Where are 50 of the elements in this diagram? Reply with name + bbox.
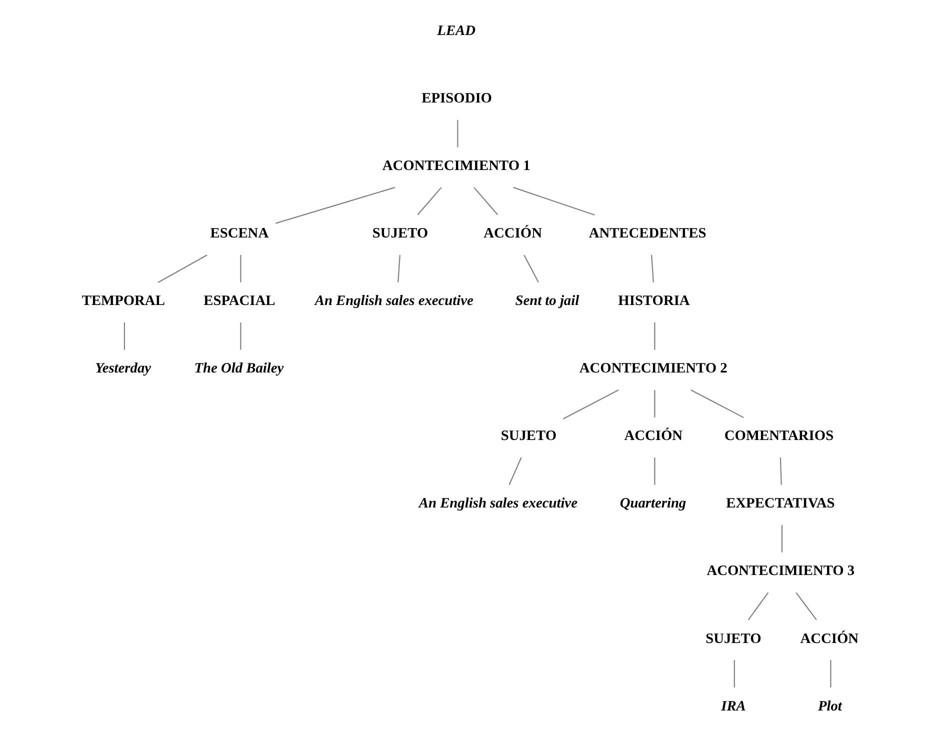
node-text: EXPECTATIVAS bbox=[726, 496, 835, 512]
connector bbox=[276, 186, 396, 224]
connector bbox=[562, 390, 619, 420]
label: LEAD bbox=[437, 23, 476, 40]
connector bbox=[654, 322, 656, 350]
node-text: SUJETO bbox=[500, 428, 557, 444]
node-text: SUJETO bbox=[706, 630, 762, 647]
node-text: EPISODIO bbox=[422, 90, 492, 107]
connector bbox=[654, 390, 656, 418]
node-text: ACONTECIMIENTO 1 bbox=[382, 158, 530, 174]
connector bbox=[513, 186, 595, 216]
connector bbox=[508, 457, 522, 486]
connector bbox=[524, 254, 539, 283]
connector bbox=[734, 660, 735, 688]
node-text: ACCIÓN bbox=[484, 226, 542, 242]
node-text: Yesterday bbox=[95, 360, 152, 377]
connector bbox=[830, 660, 832, 688]
connector bbox=[457, 120, 458, 148]
node-text: ACONTECIMIENTO 2 bbox=[579, 360, 728, 377]
node-text: Plot bbox=[818, 698, 842, 714]
connector bbox=[748, 592, 769, 620]
node-text: ANTECEDENTES bbox=[588, 226, 706, 242]
node-text: ESPACIAL bbox=[204, 293, 276, 310]
connector bbox=[690, 390, 744, 418]
node-text: TEMPORAL bbox=[82, 293, 165, 310]
node-text: COMENTARIOS bbox=[724, 428, 834, 444]
connector bbox=[474, 187, 498, 216]
connector bbox=[654, 458, 656, 485]
connector bbox=[240, 322, 242, 350]
connector bbox=[796, 592, 817, 620]
node-text: Quartering bbox=[620, 496, 686, 512]
node-text: ACCIÓN bbox=[624, 428, 683, 444]
connector bbox=[124, 322, 126, 350]
node-text: The Old Bailey bbox=[194, 360, 284, 377]
connector bbox=[417, 187, 442, 216]
node-text: IRA bbox=[721, 698, 746, 714]
connector bbox=[651, 254, 654, 282]
connector bbox=[398, 254, 400, 282]
node-text: Sent to jail bbox=[515, 293, 580, 310]
node-text: SUJETO bbox=[372, 226, 428, 242]
connector bbox=[780, 458, 782, 485]
connector bbox=[240, 254, 242, 282]
node-text: ACCIÓN bbox=[800, 630, 859, 647]
node-text: ESCENA bbox=[210, 226, 269, 242]
connector bbox=[781, 525, 783, 552]
node-text: An English sales executive bbox=[314, 293, 474, 310]
node-text: HISTORIA bbox=[618, 293, 690, 310]
node-text: An English sales executive bbox=[418, 496, 578, 512]
node-text: ACONTECIMIENTO 3 bbox=[706, 563, 855, 580]
connector bbox=[158, 254, 208, 283]
